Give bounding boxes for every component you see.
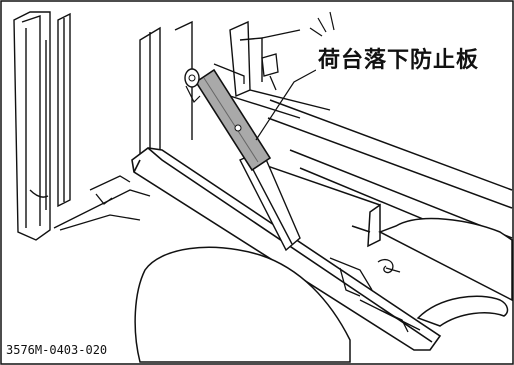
motion-marks [309,11,335,37]
hinge-parts [213,53,279,91]
left-panel-frame [13,11,151,241]
callout-leader-line [255,69,317,141]
lower-mechanism [59,175,421,333]
fall-prevention-plate [184,68,272,172]
callout-label: 荷台落下防止板 [316,42,482,74]
figure-code: 3576M-0403-020 [6,343,108,357]
tire-shapes [134,217,513,363]
